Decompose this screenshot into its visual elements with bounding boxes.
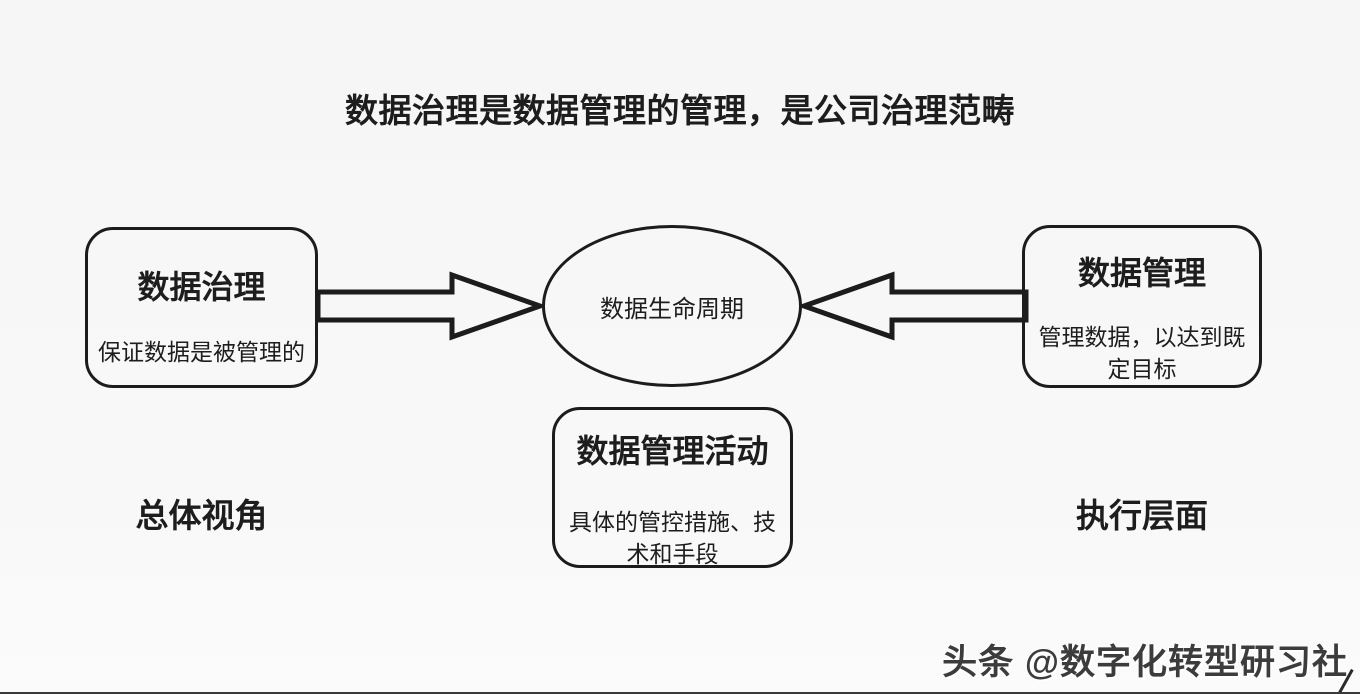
left-block-arrow-icon [799,271,1029,341]
node-data-governance: 数据治理 保证数据是被管理的 [85,227,318,388]
page-title: 数据治理是数据管理的管理，是公司治理范畴 [345,92,1015,129]
label-execution-level: 执行层面 [1076,497,1208,534]
node-data-management: 数据管理 管理数据，以达到既定目标 [1022,225,1262,388]
node-data-management-activities-title: 数据管理活动 [576,433,769,469]
node-data-management-activities-subtitle: 具体的管控措施、技术和手段 [569,509,776,567]
left-block-arrow-shape [799,271,1029,341]
right-block-arrow-icon [315,271,545,341]
node-data-management-subtitle: 管理数据，以达到既定目标 [1038,324,1246,382]
node-data-governance-title: 数据治理 [137,269,266,305]
node-data-lifecycle-label: 数据生命周期 [600,295,744,323]
watermark-text: 头条 @数字化转型研习社 [942,643,1348,682]
bottom-divider [0,692,1360,694]
right-block-arrow-shape [315,271,545,341]
node-data-management-title: 数据管理 [1077,255,1206,291]
label-overall-perspective: 总体视角 [135,497,268,534]
node-data-lifecycle: 数据生命周期 [542,225,802,387]
node-data-governance-subtitle: 保证数据是被管理的 [98,339,305,365]
node-data-management-activities: 数据管理活动 具体的管控措施、技术和手段 [552,407,793,568]
